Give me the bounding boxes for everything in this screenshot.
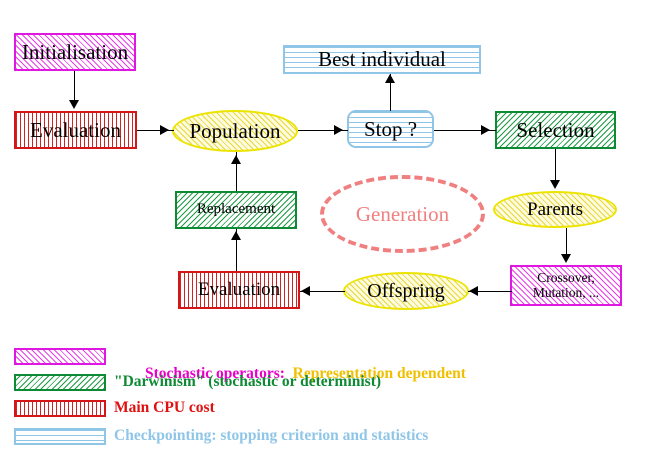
node-replacement-label: Replacement — [196, 201, 276, 218]
legend-swatch-blue-horizontal-lines — [14, 428, 106, 445]
legend-swatch-magenta-diagonal-hatch — [14, 348, 106, 365]
legend-label-stochastic-operators: Stochastic operators: Representation dep… — [114, 347, 466, 401]
edge-selection-to-parents-arrow — [550, 180, 560, 189]
legend-label-checkpointing: Checkpointing: stopping criterion and st… — [114, 427, 429, 444]
edge-replacement-to-pop-arrow — [231, 155, 241, 164]
legend-swatch-green-diagonal-hatch — [14, 374, 106, 391]
legend-label-darwinism: "Darwinism" (stochastic or determinist) — [114, 373, 382, 390]
edge-offspring-to-eval-arrow — [301, 286, 310, 296]
node-evaluation-top[interactable]: Evaluation — [14, 111, 137, 149]
node-stop[interactable]: Stop ? — [347, 110, 434, 148]
edge-variation-to-offspring — [468, 291, 512, 292]
node-best-individual[interactable]: Best individual — [283, 45, 481, 74]
node-initialisation-label: Initialisation — [21, 39, 129, 64]
legend-swatch-red-vertical-hatch — [14, 400, 106, 417]
node-best-individual-label: Best individual — [318, 47, 446, 72]
node-offspring-label: Offspring — [367, 279, 445, 302]
node-offspring[interactable]: Offspring — [343, 272, 469, 310]
edge-init-to-eval — [74, 71, 75, 103]
edge-selection-to-parents — [555, 149, 556, 183]
edge-eval-to-pop — [137, 130, 174, 131]
edge-stop-to-best-arrow — [385, 74, 395, 83]
legend-row: "Darwinism" (stochastic or determinist) — [0, 370, 670, 396]
edge-variation-to-offspring-arrow — [469, 286, 478, 296]
node-variation-label: Crossover, Mutation, ... — [532, 270, 600, 300]
node-stop-label: Stop ? — [363, 116, 418, 141]
legend-label-main-cpu-cost: Main CPU cost — [114, 399, 215, 416]
node-variation[interactable]: Crossover, Mutation, ... — [510, 265, 622, 306]
edge-eval-to-pop-arrow — [160, 125, 169, 135]
node-evaluation-bottom-label: Evaluation — [197, 279, 281, 301]
edge-init-to-eval-arrow — [69, 100, 79, 109]
legend-row: Main CPU cost — [0, 396, 670, 422]
edge-stop-to-selection — [434, 130, 496, 131]
legend-text-primary-0: Stochastic operators: — [145, 365, 285, 382]
edge-offspring-to-eval — [300, 291, 345, 292]
legend-text-secondary-0: Representation dependent — [284, 365, 466, 382]
edge-parents-to-variation — [566, 228, 567, 256]
edge-stop-to-selection-arrow — [481, 125, 490, 135]
edge-pop-to-stop-arrow — [334, 125, 343, 135]
node-generation-label: Generation — [355, 201, 450, 226]
node-population[interactable]: Population — [172, 110, 298, 152]
legend-row: Checkpointing: stopping criterion and st… — [0, 424, 670, 450]
node-evaluation-bottom[interactable]: Evaluation — [178, 271, 300, 309]
edge-parents-to-variation-arrow — [561, 254, 571, 263]
node-parents[interactable]: Parents — [493, 191, 617, 228]
edge-pop-to-stop — [298, 130, 348, 131]
legend-row: Stochastic operators: Representation dep… — [0, 344, 670, 382]
node-evaluation-top-label: Evaluation — [30, 117, 121, 142]
edge-replacement-to-pop — [236, 152, 237, 191]
node-replacement[interactable]: Replacement — [175, 191, 297, 229]
node-selection[interactable]: Selection — [495, 111, 616, 149]
node-parents-label: Parents — [527, 198, 583, 220]
edge-stop-to-best — [390, 74, 391, 111]
edge-eval-to-replacement-arrow — [231, 231, 241, 240]
node-selection-label: Selection — [516, 117, 595, 142]
legend: Stochastic operators: Representation dep… — [0, 336, 670, 465]
node-generation: Generation — [320, 175, 485, 253]
node-population-label: Population — [189, 118, 281, 143]
edge-eval-to-replacement — [236, 229, 237, 271]
node-initialisation[interactable]: Initialisation — [14, 33, 136, 71]
